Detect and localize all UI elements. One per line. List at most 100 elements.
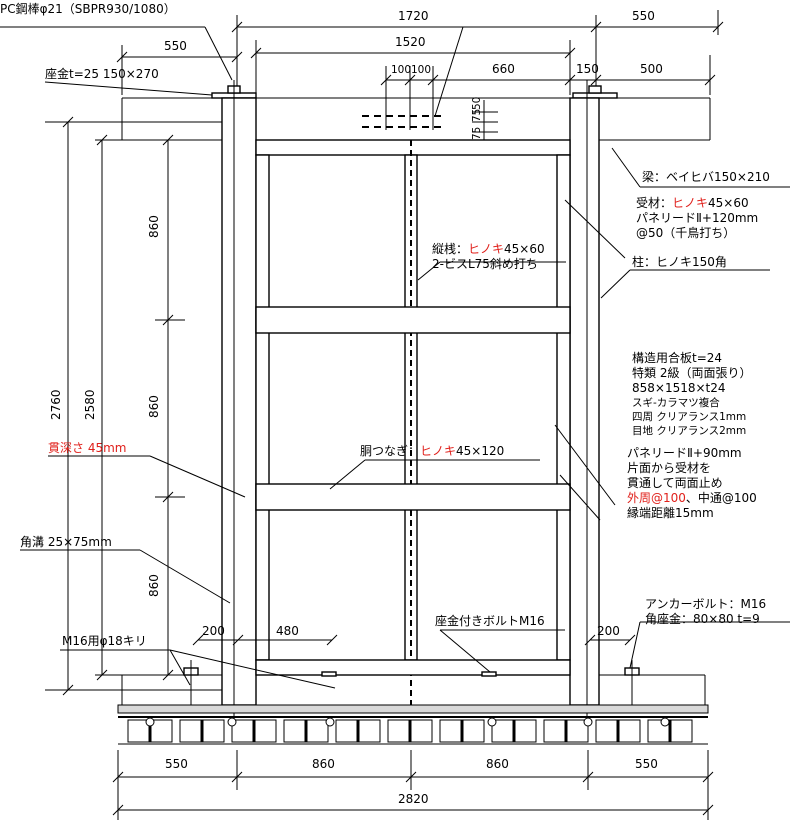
column-left bbox=[221, 97, 257, 706]
receiver-left bbox=[255, 154, 270, 661]
foundation-bolt bbox=[325, 717, 335, 727]
label-receiver-line3: @50（千鳥打ち） bbox=[636, 225, 735, 240]
dim-550-bottom-right: 550 bbox=[635, 757, 658, 771]
screw-perimeter-red: 外周@100 bbox=[627, 491, 686, 505]
label-screw-1: パネリードⅡ+90mm bbox=[627, 446, 742, 460]
label-plywood-6: 目地 クリアランス2mm bbox=[632, 424, 746, 437]
foundation-bolt bbox=[660, 717, 670, 727]
label-receiver-line2: パネリードⅡ+120mm bbox=[636, 211, 758, 225]
dim-860-bottom-a: 860 bbox=[312, 757, 335, 771]
dim-550-bottom-left: 550 bbox=[165, 757, 188, 771]
dim-550-top-left: 550 bbox=[164, 39, 187, 53]
inner-frame bbox=[255, 139, 571, 705]
label-plywood-4: スギ-カラマツ複合 bbox=[632, 396, 720, 409]
dim-860-bot: 860 bbox=[147, 574, 161, 597]
dim-2820: 2820 bbox=[398, 792, 429, 806]
bottom-dimension-lines bbox=[112, 750, 714, 820]
receiver-wood-red: ヒノキ bbox=[672, 196, 708, 210]
label-stud-line1: 縦桟：ヒノキ45×60 bbox=[432, 242, 545, 256]
foundation-beams bbox=[127, 717, 693, 743]
top-receiver bbox=[255, 139, 571, 156]
dim-75-b: 75 bbox=[471, 127, 483, 140]
sill-bolts bbox=[183, 660, 640, 705]
label-screw-3: 貫通して両面止め bbox=[627, 476, 723, 490]
beam bbox=[121, 97, 711, 141]
dim-75-a: 75 bbox=[471, 109, 483, 122]
label-receiver-line1: 受材：ヒノキ45×60 bbox=[636, 196, 749, 210]
label-screw-5: 縁端距離15mm bbox=[627, 505, 714, 520]
dim-150: 150 bbox=[576, 62, 599, 76]
top-dimension-labels: 1720 550 1520 550 100 100 660 150 500 bbox=[164, 9, 663, 76]
left-dimension-labels: 860 860 860 2760 2580 bbox=[49, 215, 161, 597]
top-dimension-lines bbox=[116, 10, 724, 130]
label-plywood-5: 四周 クリアランス1mm bbox=[632, 411, 746, 423]
label-m16-drill: M16用φ18キリ bbox=[62, 634, 147, 648]
label-square-groove: 角溝 25×75mm bbox=[20, 535, 112, 549]
tie-size: 45×120 bbox=[456, 444, 504, 458]
sill bbox=[117, 674, 709, 745]
foundation-bolt bbox=[145, 717, 155, 727]
label-column: 柱：ヒノキ150角 bbox=[632, 254, 727, 269]
bottom-dimension-labels: 550 860 860 550 2820 bbox=[165, 757, 658, 806]
dim-480: 480 bbox=[276, 624, 299, 638]
foundation-bolt bbox=[487, 717, 497, 727]
column-right bbox=[569, 97, 600, 706]
annotations: PC鋼棒φ21（SBPR930/1080） 座金t=25 150×270 梁：ベ… bbox=[0, 2, 770, 648]
label-pc-rod: PC鋼棒φ21（SBPR930/1080） bbox=[0, 2, 176, 16]
tie-beam-upper bbox=[255, 306, 571, 334]
top-washers bbox=[211, 85, 618, 99]
label-tie-beam: 胴つなぎ：ヒノキ45×120 bbox=[360, 444, 504, 458]
tie-prefix: 胴つなぎ： bbox=[360, 444, 420, 458]
label-anchor-bolt: アンカーボルト：M16 bbox=[645, 597, 766, 611]
stud-size: 45×60 bbox=[504, 242, 545, 256]
stud-prefix: 縦桟： bbox=[432, 242, 468, 256]
label-screw-4: 外周@100、中通@100 bbox=[627, 490, 757, 505]
dim-100-a: 100 bbox=[391, 64, 411, 76]
dim-200-right: 200 bbox=[597, 624, 620, 638]
label-washer-bolt: 座金付きボルトM16 bbox=[435, 613, 545, 628]
label-plywood-3: 858×1518×t24 bbox=[632, 381, 726, 395]
dim-100-b: 100 bbox=[411, 64, 431, 76]
bottom-small-dims: 200 480 200 bbox=[192, 624, 636, 646]
foundation-bolt bbox=[227, 717, 237, 727]
dim-550-top-right: 550 bbox=[632, 9, 655, 23]
beam-bolt-holes bbox=[362, 100, 498, 142]
foundation-bolt bbox=[583, 717, 593, 727]
label-stud-line2: 2-ビスL75斜め打ち bbox=[432, 257, 538, 271]
label-penetration-depth: 貫深さ 45mm bbox=[48, 441, 126, 455]
dim-2760: 2760 bbox=[49, 389, 63, 420]
receiver-size: 45×60 bbox=[708, 196, 749, 210]
dim-860-bottom-b: 860 bbox=[486, 757, 509, 771]
leader-lines bbox=[0, 26, 790, 689]
base-plate bbox=[117, 704, 709, 714]
dim-2580: 2580 bbox=[83, 389, 97, 420]
columns bbox=[221, 80, 600, 720]
dim-200-left: 200 bbox=[202, 624, 225, 638]
dim-860-top: 860 bbox=[147, 215, 161, 238]
dim-1520: 1520 bbox=[395, 35, 426, 49]
tie-beam-lower bbox=[255, 483, 571, 511]
screw-middle: 、中通@100 bbox=[686, 490, 757, 505]
label-beam: 梁：ベイヒバ150×210 bbox=[642, 169, 770, 184]
label-square-washer: 角座金：80×80 t=9 bbox=[645, 611, 760, 626]
nut-right bbox=[588, 85, 602, 94]
left-dimension-lines bbox=[45, 116, 222, 696]
label-plywood-2: 特類 2級（両面張り） bbox=[632, 365, 751, 380]
washer-plate-right bbox=[572, 92, 618, 99]
tie-wood-red: ヒノキ bbox=[420, 444, 456, 458]
stud-wood-red: ヒノキ bbox=[468, 242, 504, 256]
dim-1720: 1720 bbox=[398, 9, 429, 23]
label-washer: 座金t=25 150×270 bbox=[45, 66, 159, 81]
receiver-prefix: 受材： bbox=[636, 196, 672, 210]
dim-860-mid: 860 bbox=[147, 395, 161, 418]
label-plywood-1: 構造用合板t=24 bbox=[632, 350, 722, 365]
dim-500: 500 bbox=[640, 62, 663, 76]
bottom-receiver bbox=[255, 659, 571, 676]
side-small-dims: 75 50 75 bbox=[471, 97, 483, 140]
dim-50: 50 bbox=[471, 97, 483, 110]
dim-660: 660 bbox=[492, 62, 515, 76]
receiver-right bbox=[556, 154, 571, 661]
label-screw-2: 片面から受材を bbox=[627, 461, 711, 475]
